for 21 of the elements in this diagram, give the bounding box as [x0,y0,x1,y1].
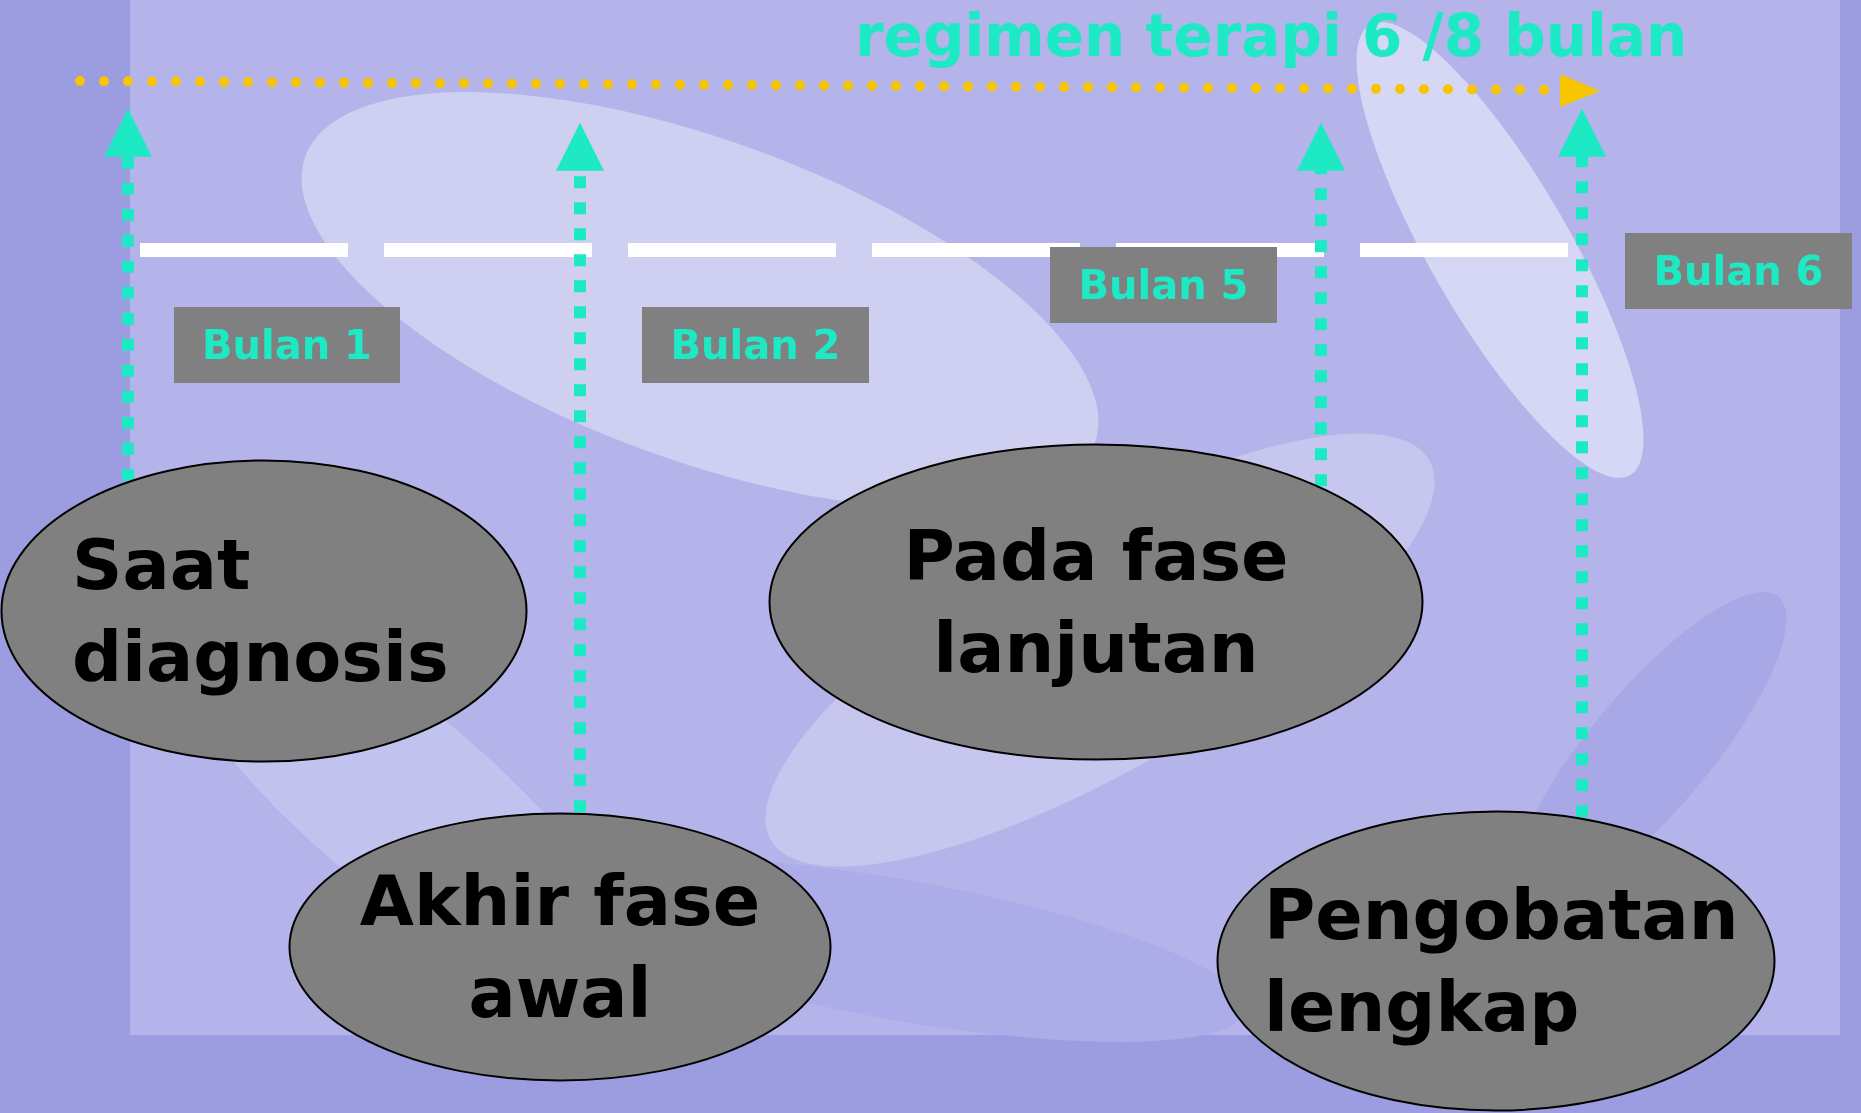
phase-ellipse [288,812,832,1082]
arrow [1558,108,1606,818]
phase-text: Pada fase lanjutan [902,514,1290,691]
month-text: Bulan 2 [670,322,841,368]
month-text: Bulan 5 [1078,262,1249,308]
phase-ellipse [1216,810,1776,1112]
arrow [556,122,604,813]
month-text: Bulan 1 [202,322,372,368]
month-label [1625,233,1852,309]
month-label [174,307,400,383]
arrow [1297,122,1345,487]
phase-text: Saat diagnosis [72,523,450,700]
month-label [642,307,869,383]
phase-ellipse [0,459,528,763]
phase-text: Pengobatan lengkap [1264,873,1740,1050]
timeline-title: regimen terapi 6 /8 bulan [855,2,1688,70]
phase-text: Akhir fase awal [358,859,762,1036]
month-text: Bulan 6 [1653,248,1824,294]
arrow [104,108,152,481]
phase-ellipse [768,443,1424,761]
month-label [1050,247,1277,323]
